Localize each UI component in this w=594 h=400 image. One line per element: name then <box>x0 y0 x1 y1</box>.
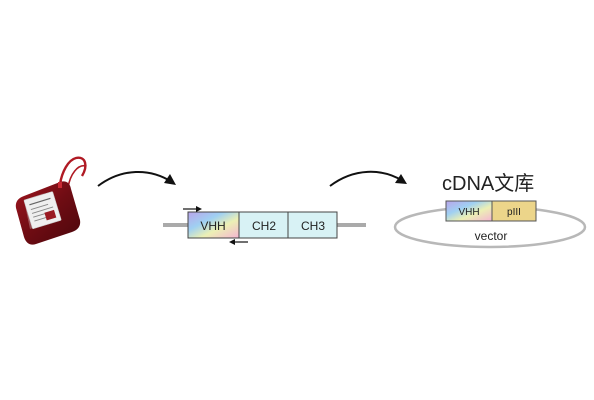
ch2-label: CH2 <box>252 219 276 233</box>
ch3-label: CH3 <box>301 219 325 233</box>
piii-segment <box>491 200 537 222</box>
vhh-label: VHH <box>200 219 225 233</box>
vhh-segment <box>187 211 240 239</box>
library-vhh-label: VHH <box>458 207 479 218</box>
blood-bag-icon <box>15 156 87 245</box>
arrow-to-library-icon <box>329 170 407 187</box>
library-title: cDNA文库 <box>442 172 534 195</box>
reverse-primer-icon <box>229 239 248 245</box>
forward-primer-icon <box>183 206 202 212</box>
ch2-segment <box>238 211 289 239</box>
arrow-to-gene-icon <box>97 171 176 187</box>
ch3-segment <box>287 211 338 239</box>
heavy-chain-gene: VHH CH2 CH3 <box>163 206 366 245</box>
piii-label: pIII <box>507 207 521 218</box>
vector-label: vector <box>475 229 508 243</box>
cdna-library: cDNA文库 VHH pIII vector <box>393 172 587 249</box>
